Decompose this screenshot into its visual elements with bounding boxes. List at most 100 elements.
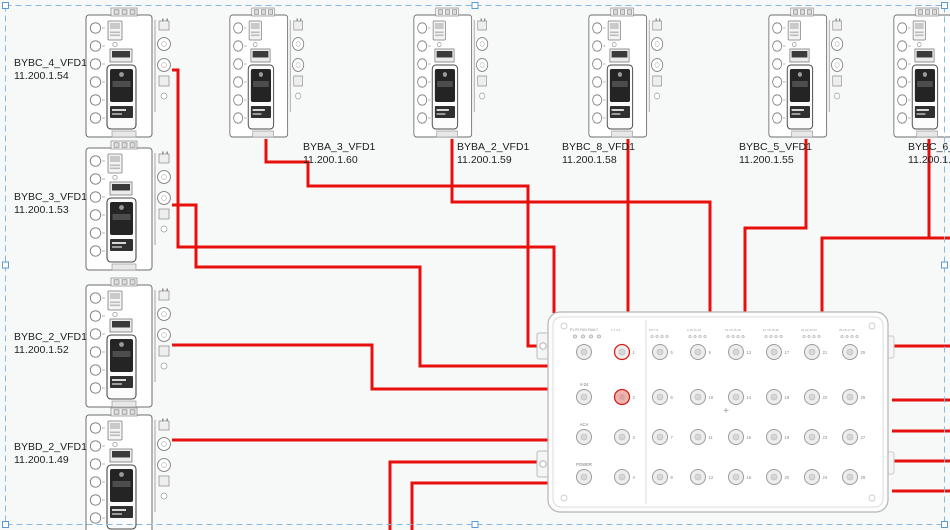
keypad-keys	[110, 301, 120, 304]
port-4[interactable]: 4	[614, 469, 636, 485]
device-label-name[interactable]: BYBC_8_VFD1	[562, 141, 635, 153]
selection-handle-ne[interactable]	[941, 2, 948, 9]
port-15[interactable]: 15	[728, 429, 752, 445]
wire-BYBC_5_VFD1-to-switch-top[interactable]	[743, 139, 808, 313]
device-label-name[interactable]: BYBA_3_VFD1	[303, 141, 376, 153]
port-21[interactable]: 21	[804, 344, 828, 360]
module-label-line	[436, 113, 446, 115]
device-BYBA_3_VFD1[interactable]: H	[229, 7, 305, 138]
device-BYBC_6_[interactable]: H	[893, 7, 950, 138]
wire-BYBC_4_VFD1-to-switch-top[interactable]	[172, 68, 556, 313]
device-label-ip[interactable]: 11.200.1.58	[562, 154, 617, 166]
device-label-ip[interactable]: 11.200.1.52	[14, 344, 69, 356]
ring-terminal	[89, 458, 102, 470]
port-8[interactable]: 8	[652, 469, 674, 485]
device-BYBA_2_VFD1[interactable]: H	[413, 7, 489, 138]
selection-handle-n[interactable]	[471, 2, 479, 9]
device-label-name[interactable]: BYBC_6_	[908, 141, 950, 153]
device-label-ip[interactable]: 11.200.1.49	[14, 454, 69, 466]
keypad-screen	[434, 23, 444, 29]
device-BYBC_8_VFD1[interactable]: H	[588, 7, 664, 138]
port-5[interactable]: 5	[652, 344, 674, 360]
device-label-name[interactable]: BYBC_4_VFD1	[14, 57, 87, 69]
ring-terminal	[89, 364, 102, 376]
device-label-ip[interactable]: 11.200.1.	[908, 154, 950, 166]
device-label-name[interactable]: BYBC_3_VFD1	[14, 191, 87, 203]
port-27[interactable]: 27	[842, 429, 866, 445]
device-bottom-terminal	[611, 130, 633, 138]
device-BYBC_2_VFD1[interactable]: H	[85, 277, 171, 408]
port-6[interactable]: 6	[652, 389, 674, 405]
port-20[interactable]: 20	[766, 469, 790, 485]
aux-port-2[interactable]: ACA	[576, 422, 592, 445]
selection-handle-se[interactable]	[941, 521, 948, 528]
device-label-name[interactable]: BYBC_5_VFD1	[739, 141, 812, 153]
port-24[interactable]: 24	[804, 469, 828, 485]
wire-BYBA_2_VFD1-to-switch-top[interactable]	[450, 139, 712, 313]
ring-terminal	[897, 76, 908, 88]
device-label-name[interactable]: BYBA_2_VFD1	[457, 141, 530, 153]
port-16[interactable]: 16	[728, 469, 752, 485]
port-11[interactable]: 11	[690, 429, 714, 445]
port-19[interactable]: 19	[766, 429, 790, 445]
wire-BYBC_3_VFD1-to-switch-left[interactable]	[172, 203, 550, 368]
port-10[interactable]: 10	[690, 389, 714, 405]
device-BYBC_4_VFD1[interactable]: H	[85, 7, 171, 138]
keypad-knob	[253, 41, 258, 48]
wire-BYBA_3_VFD1-to-switch-left[interactable]	[264, 139, 550, 348]
faceplate-screw	[868, 494, 876, 502]
port-14[interactable]: 14	[728, 389, 752, 405]
aux-port-0[interactable]	[576, 344, 592, 360]
port-2[interactable]: 2	[613, 388, 636, 406]
port-3[interactable]: 3	[614, 429, 636, 445]
wire-BYBC_2_VFD1-to-switch-left[interactable]	[172, 343, 550, 391]
terminal-pin	[807, 9, 813, 15]
device-label-ip[interactable]: 11.200.1.59	[457, 154, 512, 166]
device-label-name[interactable]: BYBD_2_VFD1	[14, 441, 87, 453]
port-26[interactable]: 26	[842, 389, 866, 405]
wire-canvas-bottom-edge-to-switch-left[interactable]	[388, 460, 550, 530]
ring-terminal	[89, 494, 102, 506]
keypad-screen	[110, 423, 120, 429]
rail-ring-center	[654, 41, 660, 47]
device-label-name[interactable]: BYBC_2_VFD1	[14, 331, 87, 343]
wire-canvas-bottom-edge-to-switch-left[interactable]	[410, 481, 550, 530]
module-screen	[437, 81, 453, 87]
port-13[interactable]: 13	[728, 344, 752, 360]
selection-handle-w[interactable]	[2, 261, 9, 269]
device-label-ip[interactable]: 11.200.1.54	[14, 70, 69, 82]
device-BYBC_3_VFD1[interactable]: H	[85, 140, 171, 271]
terminal-pin	[129, 9, 136, 15]
selection-handle-sw[interactable]	[2, 521, 9, 528]
port-1[interactable]: 1	[613, 343, 636, 361]
port-group-led	[812, 334, 816, 339]
aux-port-3[interactable]: POWER	[576, 462, 592, 485]
selection-handle-nw[interactable]	[2, 2, 9, 9]
device-label-ip[interactable]: 11.200.1.55	[739, 154, 794, 166]
ring-terminal	[89, 422, 102, 434]
rail-connector-top	[158, 153, 170, 164]
wire-BYBC_6_VFD1-to-switch-top[interactable]	[820, 139, 931, 313]
device-label-ip[interactable]: 11.200.1.60	[303, 154, 358, 166]
port-7[interactable]: 7	[652, 429, 674, 445]
device-BYBD_2_VFD1[interactable]: H	[85, 407, 171, 530]
port-25[interactable]: 25	[842, 344, 866, 360]
port-22[interactable]: 22	[804, 389, 828, 405]
device-bottom-terminal	[791, 130, 813, 138]
port-17[interactable]: 17	[766, 344, 790, 360]
aux-port-1[interactable]: V-24	[576, 382, 592, 405]
port-18[interactable]: 18	[766, 389, 790, 405]
port-pin	[808, 433, 816, 441]
port-9[interactable]: 9	[690, 344, 712, 360]
port-28[interactable]: 28	[842, 469, 866, 485]
selection-handle-s[interactable]	[471, 521, 479, 528]
port-23[interactable]: 23	[804, 429, 828, 445]
selection-handle-e[interactable]	[941, 261, 948, 269]
device-BYBC_5_VFD1[interactable]: H	[768, 7, 844, 138]
port-group-led	[840, 334, 844, 339]
port-label: POWER	[576, 462, 592, 467]
device-label-ip[interactable]: 11.200.1.53	[14, 204, 69, 216]
port-12[interactable]: 12	[690, 469, 714, 485]
